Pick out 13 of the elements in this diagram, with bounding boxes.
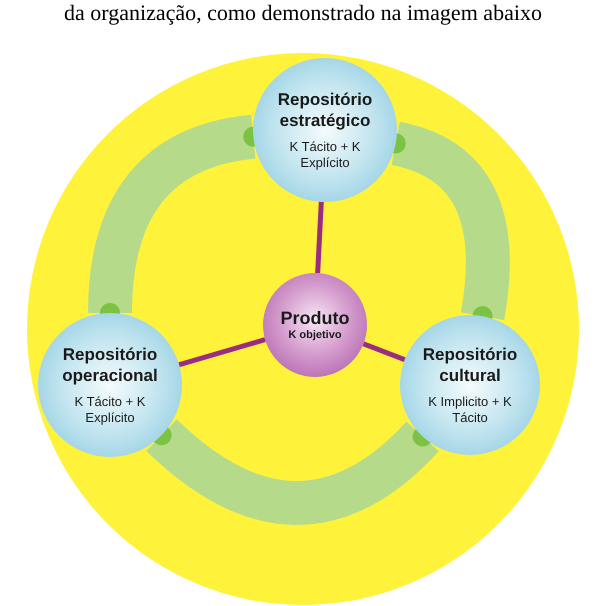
node-subtitle: K objetivo [288,329,342,344]
connector-line [178,337,266,368]
node-subtitle: K Tácito + K Explícito [288,139,362,172]
node-title: Repositório cultural [422,344,518,386]
node-title: Repositório operacional [61,344,159,386]
node-subtitle: K Implicito + K Tácito [427,394,513,426]
connector-line [362,341,406,362]
caption-text: da organização, como demonstrado na imagem abaixo [63,0,543,27]
node-subtitle: K Tácito + K Explícito [74,394,146,426]
connector-band [146,418,438,525]
node-title: Repositório estratégico [276,88,374,131]
node-title: Produto [280,306,350,330]
connector-line [315,202,324,274]
